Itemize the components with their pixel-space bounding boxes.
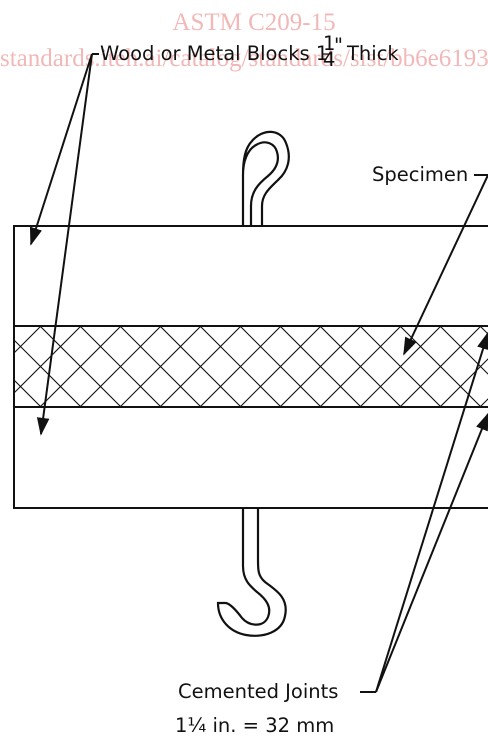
- bottom-hook: [216, 508, 287, 637]
- blocks-frac-den: 4: [323, 48, 335, 71]
- top-hook: [241, 130, 290, 226]
- blocks-frac-num: 1: [323, 32, 335, 55]
- specimen-layer: [13, 325, 488, 408]
- joints-label: Cemented Joints: [178, 680, 376, 703]
- arrow-to-lower-block: [36, 53, 93, 436]
- blocks-label-text: Wood or Metal Blocks 1: [100, 42, 328, 65]
- joints-label-text: Cemented Joints: [178, 680, 338, 703]
- arrow-to-specimen: [403, 174, 488, 356]
- lower-block: [13, 406, 488, 509]
- specimen-label: Specimen: [372, 163, 488, 186]
- upper-block: [13, 225, 488, 327]
- arrow-to-upper-block: [29, 53, 93, 246]
- arrow-to-upper-joint: [375, 331, 488, 693]
- blocks-thick-text: Thick: [346, 42, 399, 65]
- watermark-url: standards.iteh.ai/catalog/standards/sist…: [0, 45, 488, 72]
- specimen-label-text: Specimen: [372, 163, 468, 186]
- watermark-title: ASTM C209-15: [172, 9, 335, 36]
- unit-conversion-note: 1¼ in. = 32 mm: [175, 714, 334, 737]
- blocks-inch-mark: ": [334, 34, 343, 57]
- blocks-label: Wood or Metal Blocks 1 1 4 " Thick: [92, 32, 399, 71]
- arrow-to-lower-joint: [375, 412, 488, 693]
